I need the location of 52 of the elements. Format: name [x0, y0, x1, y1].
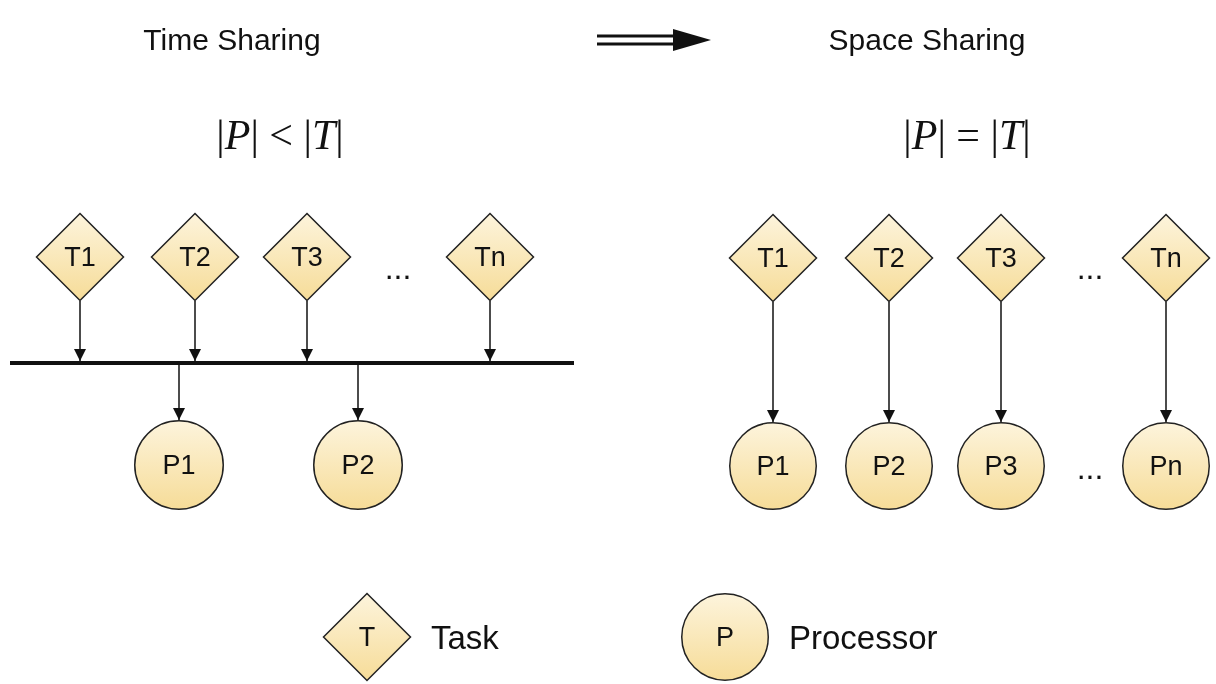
arrow [173, 364, 185, 421]
arrow [484, 300, 496, 362]
task-diamond [323, 593, 411, 681]
arrow [74, 300, 86, 362]
arrow [352, 364, 364, 421]
node-label: T1 [63, 243, 97, 271]
processor-circle [845, 422, 933, 510]
task-diamond [1122, 214, 1210, 302]
processor-circle [313, 420, 403, 510]
node-label: T3 [290, 243, 324, 271]
formula: |P| < |T| [216, 114, 344, 156]
node-label: Tn [1149, 244, 1183, 272]
processor-circle [1122, 422, 1210, 510]
section-title: Space Sharing [828, 25, 1026, 55]
processor-circle [681, 593, 769, 681]
task-diamond [957, 214, 1045, 302]
node-label: P3 [983, 452, 1019, 480]
arrow [767, 301, 779, 423]
node-label: P1 [161, 451, 197, 479]
section-title: Time Sharing [143, 25, 321, 55]
node-label: T1 [756, 244, 790, 272]
bus-bar [10, 361, 574, 365]
arrow [1160, 301, 1172, 423]
processor-circle [957, 422, 1045, 510]
task-diamond [36, 213, 124, 301]
task-diamond [845, 214, 933, 302]
task-diamond [263, 213, 351, 301]
node-label: T3 [984, 244, 1018, 272]
node-caption: Processor [789, 620, 938, 654]
node-label: P [715, 623, 735, 651]
node-label: P2 [871, 452, 907, 480]
arrow [883, 301, 895, 423]
node-label: P1 [755, 452, 791, 480]
arrow [301, 300, 313, 362]
ellipsis: ... [1076, 452, 1104, 484]
node-caption: Task [431, 620, 499, 654]
node-label: P2 [340, 451, 376, 479]
node-label: Pn [1148, 452, 1184, 480]
task-diamond [729, 214, 817, 302]
node-label: T [357, 623, 377, 651]
ellipsis: ... [384, 252, 412, 284]
node-label: T2 [872, 244, 906, 272]
processor-circle [134, 420, 224, 510]
task-diamond [151, 213, 239, 301]
node-label: T2 [178, 243, 212, 271]
ellipsis: ... [1076, 252, 1104, 284]
node-label: Tn [473, 243, 507, 271]
arrow [995, 301, 1007, 423]
processor-circle [729, 422, 817, 510]
formula: |P| = |T| [903, 114, 1031, 156]
task-diamond [446, 213, 534, 301]
arrow [189, 300, 201, 362]
